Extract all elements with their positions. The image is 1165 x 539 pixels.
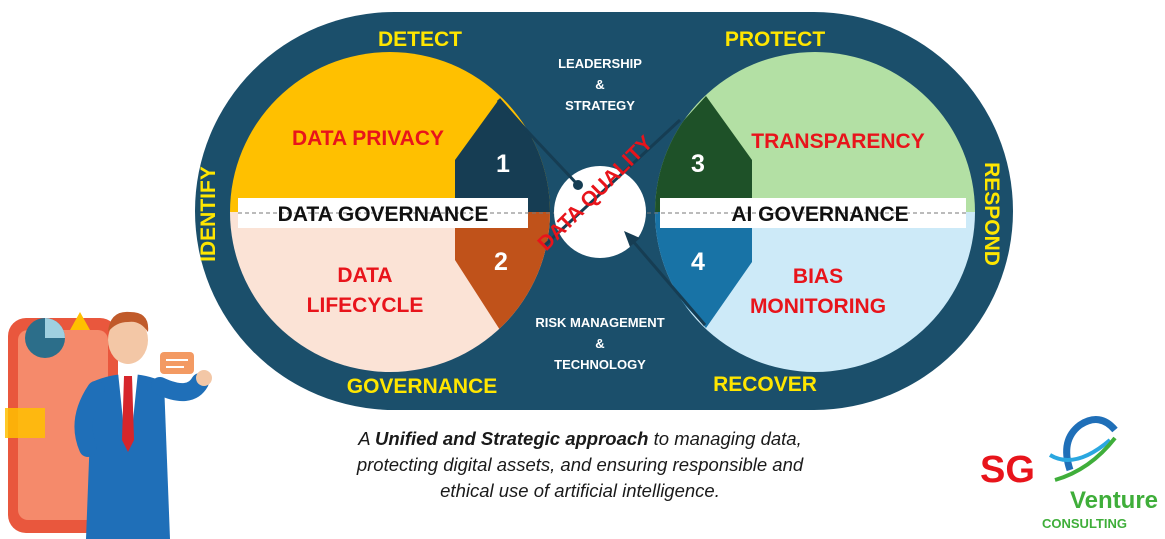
green-swoosh-icon [1054,436,1117,482]
pie-slice-icon [45,318,65,338]
triangle-icon [70,312,90,330]
hair-shape [108,311,149,332]
caption-prefix: A [358,428,376,449]
transparency-title: TRANSPARENCY [751,130,924,153]
technology-label: TECHNOLOGY [554,357,646,372]
tie [122,376,134,452]
return-arrow-head [624,231,640,247]
cross-line-down [496,98,580,187]
strategy-label: STRATEGY [565,98,635,113]
caption-line-1-rest: to managing data, [648,428,802,449]
identify-label: IDENTIFY [197,166,220,262]
bias-monitoring-title-1: BIAS [793,265,843,288]
bias-monitoring-title-2: MONITORING [750,295,886,318]
risk-amp: & [595,336,604,351]
cross-dot [573,180,583,190]
caption: A Unified and Strategic approach to mana… [300,426,860,504]
data-governance-label: DATA GOVERNANCE [278,203,489,226]
right-hand [196,370,212,386]
detect-label: DETECT [378,28,462,51]
wedge-1 [455,98,550,212]
caption-bold: Unified and Strategic approach [375,428,649,449]
governance-label: GOVERNANCE [347,375,498,398]
recover-label: RECOVER [713,373,817,396]
cross-line-up [543,118,682,247]
ai-governance-label: AI GOVERNANCE [731,203,908,226]
wedge-2 [455,212,550,330]
left-arm [74,381,105,457]
right-arm [151,373,209,401]
suit-body [86,374,170,539]
globe-swirl-icon [1063,416,1118,472]
phone-screen [18,330,108,520]
wedge-3 [655,96,752,212]
leadership-label: LEADERSHIP [558,56,642,71]
number-4: 4 [691,248,705,276]
sg-venture-logo: SG Venture CONSULTING [980,416,1158,531]
caption-line-2: protecting digital assets, and ensuring … [356,454,804,475]
risk-management-label: RISK MANAGEMENT [535,315,664,330]
globe-swirl-icon-2 [1048,438,1112,462]
wedge-4 [655,212,752,328]
return-arrow-line [630,239,707,326]
leadership-amp: & [595,77,604,92]
data-lifecycle-title-2: LIFECYCLE [307,294,424,317]
bar-chart-icon [5,408,45,438]
logo-consulting: CONSULTING [1042,516,1127,531]
data-privacy-title: DATA PRIVACY [292,127,444,150]
protect-label: PROTECT [725,28,826,51]
respond-label: RESPOND [980,162,1003,266]
logo-sg: SG [980,449,1035,491]
businessman-illustration [5,311,212,539]
data-lifecycle-title-1: DATA [337,264,392,287]
caption-line-3: ethical use of artificial intelligence. [440,480,720,501]
number-2: 2 [494,248,508,276]
caption-line-1: A Unified and Strategic approach to mana… [300,426,860,452]
logo-venture: Venture [1070,487,1158,514]
speech-bubble-icon [160,352,194,374]
number-3: 3 [691,150,705,178]
head-shape [108,316,148,364]
number-1: 1 [496,150,510,178]
